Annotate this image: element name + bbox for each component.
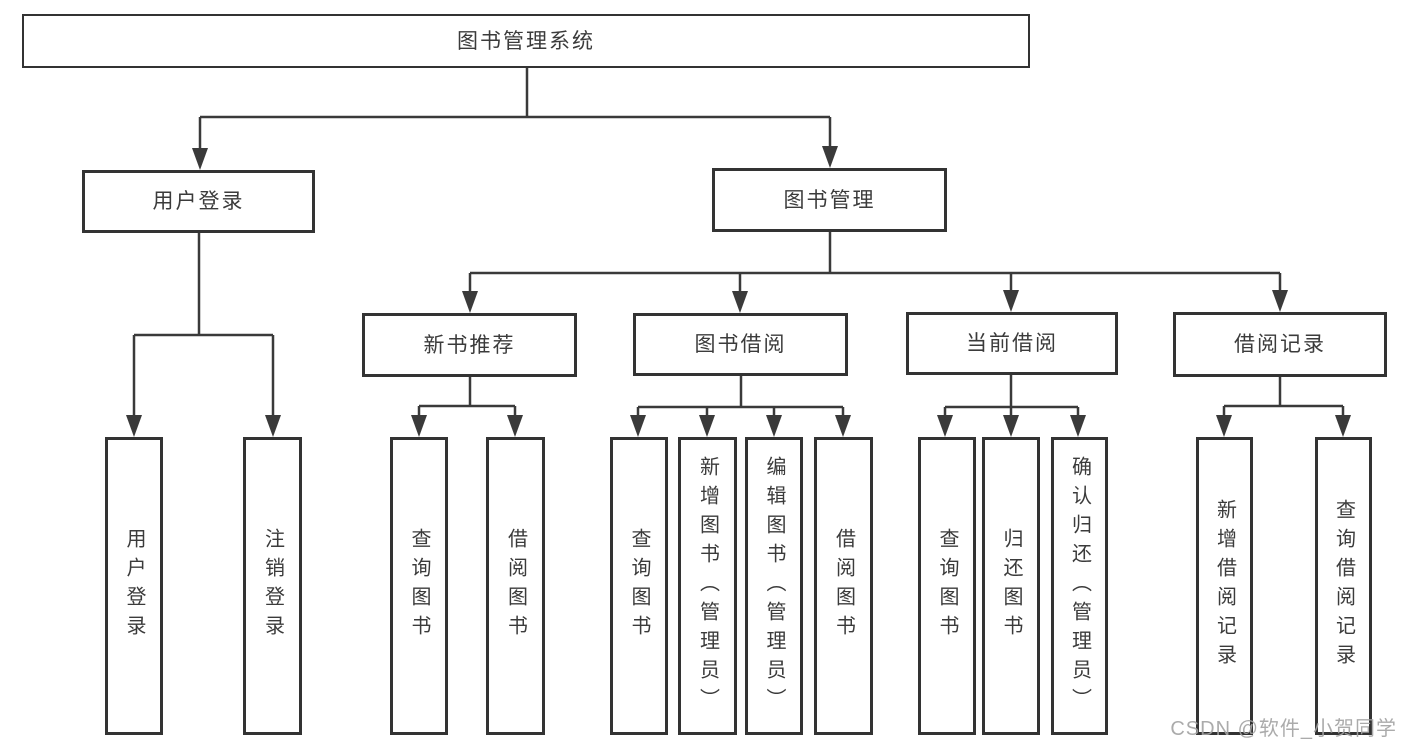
node-label: 借阅图书 (504, 528, 527, 644)
node-label: 借阅记录 (1234, 333, 1326, 356)
node-new-book-recommend: 新书推荐 (362, 313, 577, 377)
node-label: 当前借阅 (966, 332, 1058, 355)
node-label: 查询图书 (408, 528, 430, 644)
leaf-recommend-borrow-book: 借阅图书 (486, 437, 545, 735)
node-label: 新书推荐 (423, 333, 516, 357)
node-label: 用户登录 (123, 528, 145, 644)
node-label: 查询借阅记录 (1332, 499, 1355, 673)
node-label: 确认归还（管理员） (1068, 455, 1091, 717)
leaf-record-add: 新增借阅记录 (1196, 437, 1253, 735)
leaf-borrow-edit-book-admin: 编辑图书（管理员） (745, 437, 803, 735)
leaf-borrow-add-book-admin: 新增图书（管理员） (678, 437, 737, 735)
node-label: 新增借阅记录 (1213, 499, 1236, 673)
node-current-borrow: 当前借阅 (906, 312, 1118, 375)
node-book-management: 图书管理 (712, 168, 947, 232)
node-borrow-record: 借阅记录 (1173, 312, 1387, 377)
node-label: 图书管理 (783, 188, 876, 212)
node-label: 借阅图书 (832, 528, 855, 644)
leaf-current-confirm-return-admin: 确认归还（管理员） (1051, 437, 1108, 735)
leaf-current-return-book: 归还图书 (982, 437, 1040, 735)
leaf-current-query-book: 查询图书 (918, 437, 976, 735)
node-label: 编辑图书（管理员） (763, 455, 785, 717)
node-root: 图书管理系统 (22, 14, 1030, 68)
node-label: 图书借阅 (694, 333, 787, 356)
node-book-borrow: 图书借阅 (633, 313, 848, 376)
leaf-logout: 注销登录 (243, 437, 302, 735)
node-label: 归还图书 (1000, 528, 1022, 644)
watermark: CSDN @软件_小贺同学 (1170, 718, 1397, 740)
node-label: 新增图书（管理员） (696, 455, 719, 717)
leaf-record-query: 查询借阅记录 (1315, 437, 1372, 735)
node-label: 查询图书 (628, 528, 650, 644)
node-label: 注销登录 (261, 528, 284, 644)
leaf-borrow-query-book: 查询图书 (610, 437, 668, 735)
node-user-login: 用户登录 (82, 170, 315, 233)
node-label: 查询图书 (936, 528, 958, 644)
leaf-user-login: 用户登录 (105, 437, 163, 735)
leaf-borrow-borrow-book: 借阅图书 (814, 437, 873, 735)
leaf-recommend-query-book: 查询图书 (390, 437, 448, 735)
node-label: 图书管理系统 (457, 29, 595, 53)
node-label: 用户登录 (152, 190, 245, 213)
